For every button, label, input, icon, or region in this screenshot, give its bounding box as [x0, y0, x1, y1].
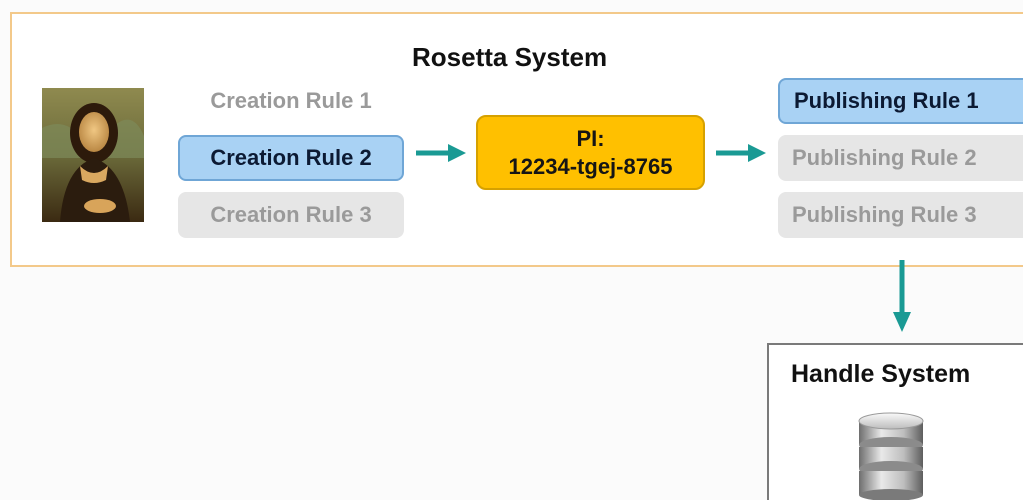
publishing-rule-2-label: Publishing Rule 2 — [792, 145, 977, 170]
publishing-rule-1[interactable]: Publishing Rule 1 — [778, 78, 1023, 124]
publishing-rule-3-label: Publishing Rule 3 — [792, 202, 977, 227]
database-icon — [858, 412, 924, 500]
publishing-rule-2[interactable]: Publishing Rule 2 — [778, 135, 1023, 181]
arrow-icon-creation-to-pi — [416, 144, 466, 162]
creation-rule-2[interactable]: Creation Rule 2 — [178, 135, 404, 181]
creation-rule-2-label: Creation Rule 2 — [210, 145, 372, 170]
publishing-rule-3[interactable]: Publishing Rule 3 — [778, 192, 1023, 238]
mona-lisa-image — [42, 88, 144, 222]
handle-system-container: Handle System — [767, 343, 1023, 500]
pi-value: 12234-tgej-8765 — [508, 153, 673, 179]
publishing-rule-1-label: Publishing Rule 1 — [794, 88, 979, 113]
rosetta-system-title: Rosetta System — [412, 42, 608, 72]
creation-rule-1[interactable]: Creation Rule 1 — [178, 78, 404, 124]
arrow-icon-to-handle-system — [893, 260, 911, 332]
persistent-identifier-box[interactable]: PI: 12234-tgej-8765 — [476, 115, 705, 190]
arrow-icon-pi-to-publishing — [716, 144, 766, 162]
creation-rule-3[interactable]: Creation Rule 3 — [178, 192, 404, 238]
handle-system-title: Handle System — [791, 360, 971, 388]
creation-rule-1-label: Creation Rule 1 — [210, 88, 372, 113]
pi-label: PI: — [576, 125, 605, 151]
creation-rule-3-label: Creation Rule 3 — [210, 202, 372, 227]
